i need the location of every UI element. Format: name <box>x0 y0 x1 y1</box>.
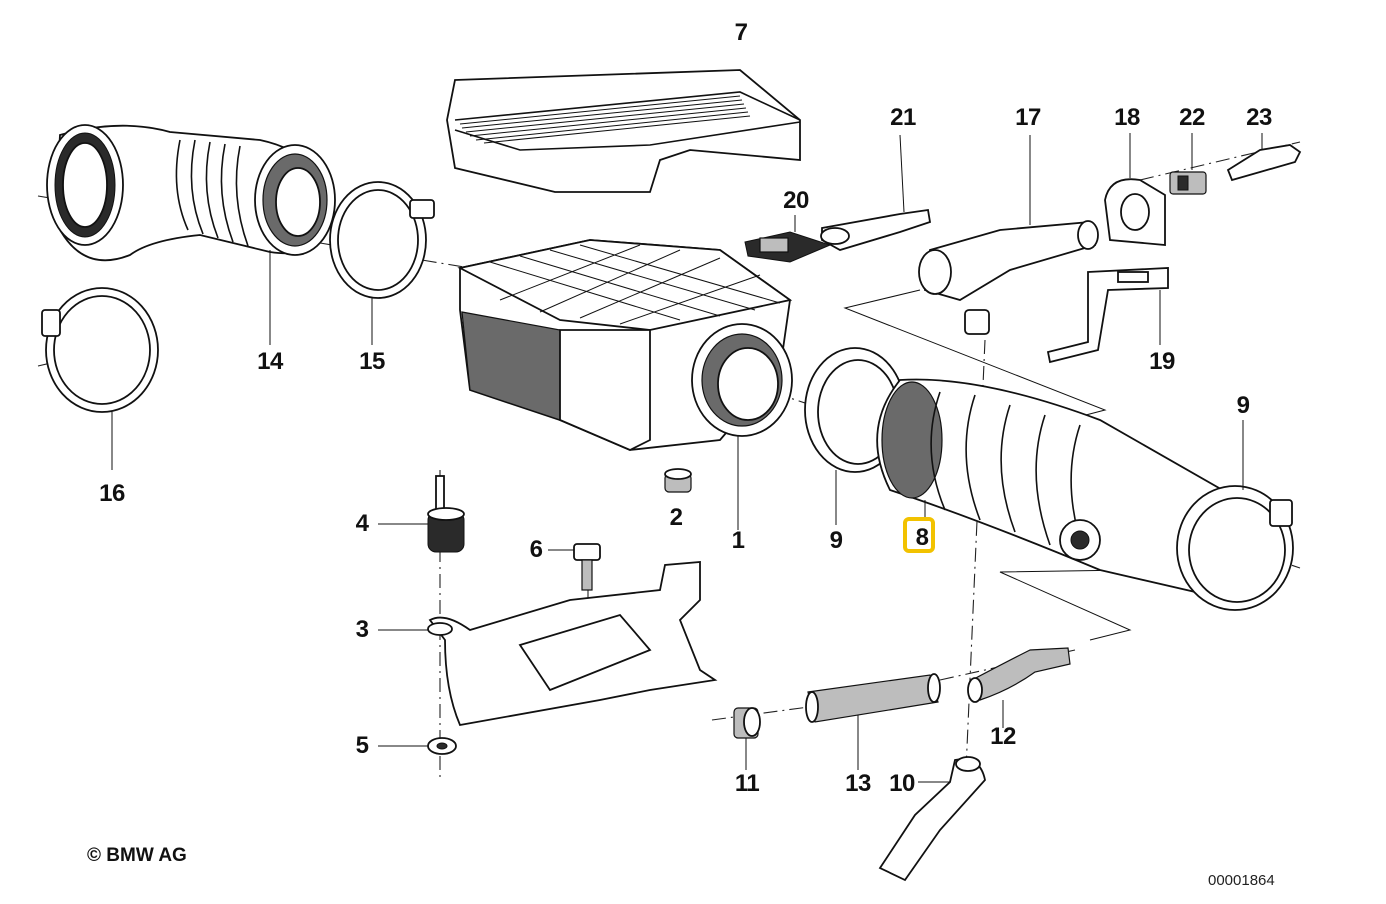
valve-holder-18[interactable] <box>1104 133 1166 246</box>
intake-elbow-boot[interactable] <box>46 124 336 345</box>
callout-16[interactable]: 16 <box>99 480 125 507</box>
intake-boot-8[interactable] <box>876 378 1254 601</box>
callout-4[interactable]: 4 <box>355 510 369 537</box>
plug-connector-20[interactable] <box>744 215 832 263</box>
callout-17[interactable]: 17 <box>1015 104 1041 131</box>
air-filter-cover[interactable] <box>446 69 801 193</box>
callout-12[interactable]: 12 <box>990 723 1016 750</box>
callout-8[interactable]: 8 <box>915 524 929 551</box>
mounting-bracket-3[interactable] <box>378 561 718 727</box>
callout-9-right[interactable]: 9 <box>1236 392 1250 419</box>
callout-23[interactable]: 23 <box>1246 104 1272 131</box>
callout-3[interactable]: 3 <box>355 616 369 643</box>
cap-11[interactable] <box>733 707 761 770</box>
hose-clamp-16[interactable] <box>41 287 159 470</box>
copyright-notice: © BMW AG <box>87 845 187 866</box>
cap-2[interactable] <box>664 468 692 493</box>
callout-15[interactable]: 15 <box>359 348 385 375</box>
callout-9-left[interactable]: 9 <box>829 527 843 554</box>
valve-bracket-19[interactable] <box>1046 267 1169 364</box>
hose-clamp-9-right[interactable] <box>1176 420 1294 611</box>
diagram-reference-number: 00001864 <box>1208 872 1275 889</box>
rubber-mount-4[interactable] <box>378 475 465 553</box>
air-flow-meter[interactable] <box>457 239 793 530</box>
callout-18[interactable]: 18 <box>1114 104 1140 131</box>
bolt-6[interactable] <box>548 543 601 591</box>
callout-14[interactable]: 14 <box>257 348 283 375</box>
callout-21[interactable]: 21 <box>890 104 916 131</box>
callout-7[interactable]: 7 <box>734 19 748 46</box>
highlight-box-part-8 <box>903 517 935 553</box>
callout-2[interactable]: 2 <box>669 504 683 531</box>
idle-control-valve[interactable] <box>918 135 1099 335</box>
callout-10[interactable]: 10 <box>889 770 915 797</box>
callout-11[interactable]: 11 <box>734 770 760 797</box>
callout-5[interactable]: 5 <box>355 732 369 759</box>
callout-19[interactable]: 19 <box>1149 348 1175 375</box>
plug-22[interactable] <box>1169 133 1207 195</box>
washer-5[interactable] <box>378 737 457 755</box>
callout-6[interactable]: 6 <box>529 536 543 563</box>
hose-clamp-15[interactable] <box>329 181 435 345</box>
bent-hose-10[interactable] <box>878 756 986 882</box>
hose-13[interactable] <box>805 673 941 770</box>
angled-hose-12[interactable] <box>967 647 1071 728</box>
sleeve-23[interactable] <box>1226 133 1302 182</box>
callout-13[interactable]: 13 <box>845 770 871 797</box>
rubber-boot-21[interactable] <box>820 134 932 251</box>
callout-1[interactable]: 1 <box>731 527 745 554</box>
callout-22[interactable]: 22 <box>1179 104 1205 131</box>
callout-20[interactable]: 20 <box>783 187 809 214</box>
